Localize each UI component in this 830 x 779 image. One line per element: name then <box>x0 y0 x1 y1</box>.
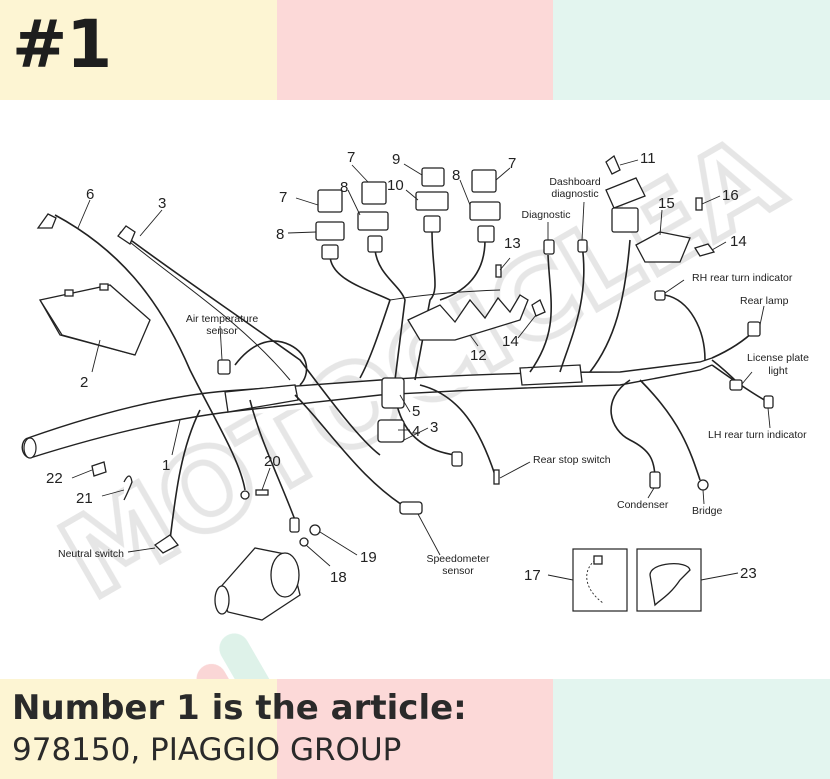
callout-1: 1 <box>162 457 170 474</box>
battery-2 <box>38 283 151 356</box>
leader-lines <box>71 159 771 581</box>
callout-20: 20 <box>264 453 281 470</box>
callout-15: 15 <box>658 195 675 212</box>
label-air-temperature-sensor-2: sensor <box>206 325 238 337</box>
article-caption-part-number: 978150, PIAGGIO GROUP <box>12 732 402 768</box>
nut-18 <box>299 537 309 547</box>
clip-14-right <box>694 243 716 257</box>
callout-8-mid: 8 <box>340 179 348 196</box>
callout-2: 2 <box>80 374 88 391</box>
clip-14-left <box>531 299 546 317</box>
callout-12: 12 <box>470 347 487 364</box>
bracket-12 <box>407 294 529 341</box>
wiring-harness-diagram: MOTOCICLEA <box>21 108 809 679</box>
starter-motor <box>214 547 301 621</box>
top-color-band <box>0 0 830 100</box>
callout-7-left: 7 <box>279 189 287 206</box>
callout-19: 19 <box>360 549 377 566</box>
label-speedometer-sensor-1: Speedometer <box>426 553 490 565</box>
label-neutral-switch: Neutral switch <box>58 548 124 560</box>
tie-box-17 <box>572 548 628 612</box>
wires <box>54 214 769 541</box>
label-air-temperature-sensor-1: Air temperature <box>186 313 259 325</box>
relay-group <box>315 167 501 260</box>
main-harness <box>21 357 713 459</box>
label-license-plate-light-1: License plate <box>747 352 809 364</box>
clamp-21 <box>123 475 133 501</box>
article-caption-heading: Number 1 is the article: <box>12 688 467 728</box>
label-rh-rear-turn-indicator: RH rear turn indicator <box>692 272 793 284</box>
callout-7-mid: 7 <box>347 149 355 166</box>
callout-13: 13 <box>504 235 521 252</box>
callout-22: 22 <box>46 470 63 487</box>
label-dashboard-diagnostic-1: Dashboard <box>549 176 601 188</box>
screw-20 <box>255 489 269 496</box>
label-license-plate-light-2: light <box>768 365 787 377</box>
screw-22 <box>91 461 107 477</box>
label-rear-lamp: Rear lamp <box>740 295 789 307</box>
terminal-6 <box>36 213 57 229</box>
callout-8-right: 8 <box>452 167 460 184</box>
bottom-color-band <box>0 679 830 779</box>
item-number-badge: #1 <box>12 6 112 83</box>
callout-17: 17 <box>524 567 541 584</box>
callout-16: 16 <box>722 187 739 204</box>
label-diagnostic: Diagnostic <box>521 209 570 221</box>
diagram-labels: Air temperature sensor Dashboard diagnos… <box>58 176 809 577</box>
clip-11 <box>605 154 621 175</box>
label-dashboard-diagnostic-2: diagnostic <box>551 188 598 200</box>
callout-11: 11 <box>640 150 656 167</box>
screw-13 <box>495 264 502 278</box>
callout-14-right: 14 <box>730 233 747 250</box>
callout-3-top: 3 <box>158 195 166 212</box>
wire-end-connectors <box>153 239 774 554</box>
label-condenser: Condenser <box>617 499 669 511</box>
label-speedometer-sensor-2: sensor <box>442 565 474 577</box>
callout-numbers: 6 3 7 7 7 8 8 8 9 10 11 16 15 14 13 14 1… <box>46 149 757 586</box>
callout-3-lower: 3 <box>430 419 438 436</box>
clamp-box-23 <box>636 548 702 612</box>
bracket-15 <box>635 231 691 263</box>
callout-8-left: 8 <box>276 226 284 243</box>
callout-23: 23 <box>740 565 757 582</box>
label-lh-rear-turn-indicator: LH rear turn indicator <box>708 429 807 441</box>
terminal-3 <box>117 225 136 245</box>
callout-7-right: 7 <box>508 155 516 172</box>
screw-16 <box>695 197 703 211</box>
label-rear-stop-switch: Rear stop switch <box>533 454 611 466</box>
callout-21: 21 <box>76 490 93 507</box>
watermark-text: MOTOCICLEA <box>41 111 802 624</box>
callout-10: 10 <box>387 177 404 194</box>
callout-4: 4 <box>412 423 420 440</box>
callout-5: 5 <box>412 403 420 420</box>
switch-assembly-4-5 <box>377 377 405 443</box>
dashboard-diagnostic-connector <box>605 177 646 233</box>
callout-14-left: 14 <box>502 333 519 350</box>
washer-19 <box>309 524 321 536</box>
callout-6: 6 <box>86 186 94 203</box>
label-bridge: Bridge <box>692 505 723 517</box>
callout-9: 9 <box>392 151 400 168</box>
callout-18: 18 <box>330 569 347 586</box>
